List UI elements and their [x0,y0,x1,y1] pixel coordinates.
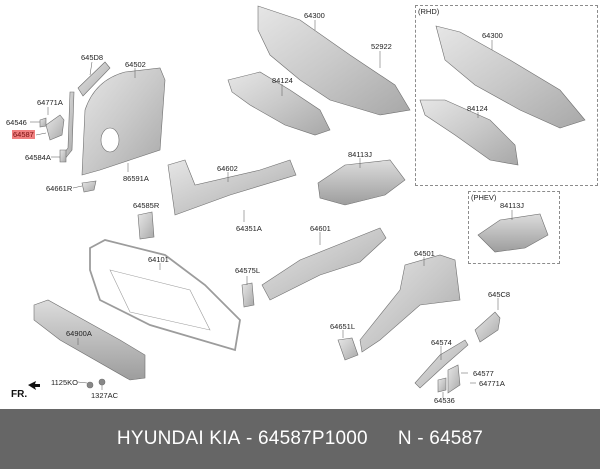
part-label-84113J-phev[interactable]: 84113J [500,201,525,210]
part-number-footer: HYUNDAI KIA - 64587P1000 N - 64587 [0,409,600,469]
part-label-64546[interactable]: 64546 [6,118,27,127]
part-label-86591A[interactable]: 86591A [123,174,149,183]
part-label-64771A-right[interactable]: 64771A [479,379,505,388]
part-label-645D8[interactable]: 645D8 [81,53,104,62]
part-label-64661R[interactable]: 64661R [46,184,73,193]
parts-illustration [28,5,586,398]
phev-variant-box: (PHEV) [468,191,560,264]
front-arrow-icon [28,381,40,390]
part-label-64351A[interactable]: 64351A [236,224,262,233]
rhd-box-title: (RHD) [418,7,440,16]
short-part-number: 64587 [429,428,484,449]
part-label-64101[interactable]: 64101 [148,255,169,264]
part-label-64771A[interactable]: 64771A [37,98,63,107]
part-label-64584A[interactable]: 64584A [25,153,51,162]
full-part-number: 64587P1000 [258,428,368,449]
part-label-645C8[interactable]: 645C8 [488,290,511,299]
parts-diagram: (RHD) (PHEV) 645D8 64502 64771A 64546 64… [6,5,598,405]
part-label-64300[interactable]: 64300 [304,11,325,20]
part-label-84124[interactable]: 84124 [272,76,293,85]
part-label-64577[interactable]: 64577 [473,369,494,378]
rhd-variant-box: (RHD) [415,5,598,186]
part-label-64651L[interactable]: 64651L [330,322,356,331]
part-label-64502[interactable]: 64502 [125,60,146,69]
part-label-64574[interactable]: 64574 [431,338,452,347]
part-label-64602[interactable]: 64602 [217,164,238,173]
part-label-84124-rhd[interactable]: 84124 [467,104,488,113]
part-label-1125KO[interactable]: 1125KO [51,378,78,387]
brand-name: HYUNDAI KIA [116,428,241,449]
part-label-64300-rhd[interactable]: 64300 [482,31,503,40]
part-label-64501[interactable]: 64501 [414,249,435,258]
part-label-52922[interactable]: 52922 [371,42,392,51]
part-label-64900A[interactable]: 64900A [66,329,92,338]
front-direction-label: FR. [11,389,28,400]
part-label-64587-highlighted[interactable]: 64587 [12,130,35,139]
part-label-1327AC[interactable]: 1327AC [91,391,119,400]
phev-box-title: (PHEV) [471,193,497,202]
part-label-64536[interactable]: 64536 [434,396,455,405]
part-label-64601[interactable]: 64601 [310,224,331,233]
short-label: N [397,428,412,449]
part-label-64575L[interactable]: 64575L [235,266,261,275]
part-label-64585R[interactable]: 64585R [133,201,160,210]
short-separator: - [411,428,430,449]
brand-separator: - [240,428,259,449]
part-label-84113J[interactable]: 84113J [348,150,373,159]
